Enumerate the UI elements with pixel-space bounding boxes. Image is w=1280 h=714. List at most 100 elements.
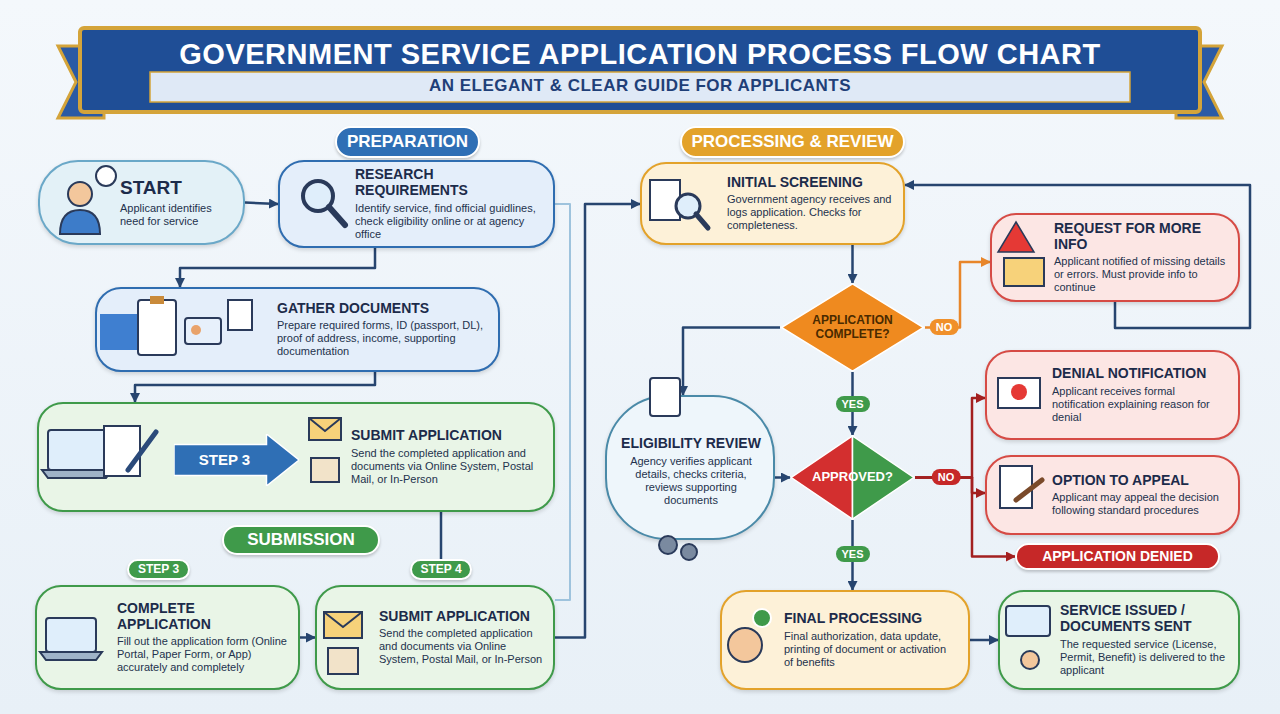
- node-heading: SERVICE ISSUED / DOCUMENTS SENT: [1060, 603, 1228, 634]
- end-box: SERVICE ISSUED / DOCUMENTS SENT The reque…: [998, 590, 1240, 690]
- connector: [925, 262, 990, 328]
- node-heading: STEP 4: [420, 563, 461, 576]
- end-badge: APPLICATION DENIED: [1015, 543, 1220, 570]
- process-box: REQUEST FOR MORE INFOApplicant notified …: [990, 213, 1240, 302]
- node-body: Final authorization, data update, printi…: [784, 630, 958, 669]
- decision-diamond: APPROVED?: [790, 435, 915, 520]
- node-content: FINAL PROCESSING Final authorization, dat…: [722, 592, 968, 688]
- edge-label: YES: [835, 546, 869, 562]
- connector: [915, 398, 985, 478]
- node-body: Government agency receives and logs appl…: [727, 193, 893, 232]
- node-heading: DENIAL NOTIFICATION: [1052, 366, 1228, 382]
- node-heading: FINAL PROCESSING: [784, 611, 958, 627]
- connector: [245, 203, 278, 205]
- node-body: Send the completed application and docum…: [379, 627, 543, 666]
- node-heading: SUBMIT APPLICATION: [351, 428, 541, 444]
- node-heading: OPTION TO APPEAL: [1052, 473, 1228, 489]
- edge-label: NO: [930, 319, 959, 335]
- connector: [775, 476, 790, 479]
- process-box: DENIAL NOTIFICATION Applicant receives fo…: [985, 350, 1240, 440]
- node-content: STEP 3: [174, 434, 299, 486]
- node-content: PREPARATION: [337, 128, 478, 156]
- process-box: FINAL PROCESSING Final authorization, dat…: [720, 590, 970, 690]
- node-heading: APPROVED?: [812, 470, 893, 484]
- node-heading: COMPLETE APPLICATION: [117, 601, 288, 632]
- node-heading: STEP 3: [199, 452, 250, 469]
- node-content: OPTION TO APPEAL Applicant may appeal the…: [987, 457, 1238, 533]
- decision-diamond: APPLICATION COMPLETE?: [780, 283, 925, 372]
- node-content: PROCESSING & REVIEW: [682, 128, 903, 156]
- node-content: INITIAL SCREENING Government agency recei…: [642, 164, 903, 243]
- node-heading: GATHER DOCUMENTS: [277, 301, 486, 317]
- edge-label: NO: [932, 469, 961, 485]
- node-body: Prepare required forms, ID (passport, DL…: [277, 319, 486, 358]
- connector: [300, 636, 315, 639]
- connector: [970, 639, 998, 642]
- node-content: COMPLETE APPLICATIONFill out the applica…: [37, 587, 298, 688]
- node-body: Applicant receives formal notification e…: [1052, 385, 1228, 424]
- subtitle: AN ELEGANT & CLEAR GUIDE FOR APPLICANTS: [90, 76, 1190, 96]
- node-content: STEP 4: [412, 561, 470, 578]
- process-box: ELIGIBILITY REVIEW Agency verifies applic…: [605, 395, 775, 540]
- node-content: RESEARCH REQUIREMENTS Identify service, f…: [280, 162, 553, 246]
- node-content: DENIAL NOTIFICATION Applicant receives fo…: [987, 352, 1238, 438]
- node-body: Applicant notified of missing details or…: [1054, 255, 1228, 294]
- node-heading: START: [120, 177, 233, 198]
- shape-fill: [781, 284, 923, 371]
- process-box: GATHER DOCUMENTS Prepare required forms, …: [95, 287, 500, 372]
- node-content: APPLICATION DENIED: [1017, 545, 1218, 568]
- node-heading: APPLICATION COMPLETE?: [802, 314, 903, 340]
- node-heading: APPLICATION DENIED: [1042, 549, 1193, 564]
- node-content: APPLICATION COMPLETE?: [780, 283, 925, 372]
- section-header: PREPARATION: [335, 126, 480, 158]
- node-body: The requested service (License, Permit, …: [1060, 638, 1228, 677]
- node-content: GATHER DOCUMENTS Prepare required forms, …: [97, 289, 498, 370]
- step-arrow: STEP 3: [174, 434, 299, 486]
- section-header: SUBMISSION: [222, 525, 380, 555]
- node-heading: REQUEST FOR MORE INFO: [1054, 221, 1228, 252]
- node-content: SUBMIT APPLICATION Send the completed app…: [317, 587, 553, 688]
- node-heading: SUBMISSION: [247, 531, 355, 550]
- node-body: Send the completed application and docum…: [351, 447, 541, 486]
- process-box: COMPLETE APPLICATIONFill out the applica…: [35, 585, 300, 690]
- node-body: Applicant may appeal the decision follow…: [1052, 491, 1228, 517]
- shape-fill: [174, 434, 299, 486]
- node-heading: PREPARATION: [347, 133, 468, 152]
- node-content: SUBMISSION: [224, 527, 378, 553]
- node-content: ELIGIBILITY REVIEW Agency verifies applic…: [607, 397, 773, 538]
- node-content: APPROVED?: [790, 435, 915, 520]
- node-content: START Applicant identifies need for servi…: [40, 162, 243, 243]
- node-content: SERVICE ISSUED / DOCUMENTS SENT The reque…: [1000, 592, 1238, 688]
- step-badge: STEP 4: [410, 559, 472, 580]
- node-heading: STEP 3: [138, 563, 179, 576]
- process-box: RESEARCH REQUIREMENTS Identify service, f…: [278, 160, 555, 248]
- edge-label: YES: [835, 396, 869, 412]
- node-heading: INITIAL SCREENING: [727, 175, 893, 191]
- node-heading: RESEARCH REQUIREMENTS: [355, 167, 543, 198]
- start-box: START Applicant identifies need for servi…: [38, 160, 245, 245]
- connector: [440, 512, 443, 559]
- connector: [851, 245, 854, 283]
- node-heading: SUBMIT APPLICATION: [379, 609, 543, 625]
- node-content: REQUEST FOR MORE INFOApplicant notified …: [992, 215, 1238, 300]
- node-body: Fill out the application form (Online Po…: [117, 635, 288, 674]
- connector: [180, 248, 375, 287]
- step-badge: STEP 3: [127, 559, 190, 580]
- section-header: PROCESSING & REVIEW: [680, 126, 905, 158]
- process-box: SUBMIT APPLICATION Send the completed app…: [315, 585, 555, 690]
- connector: [135, 372, 375, 402]
- process-box: SUBMIT APPLICATION Send the completed app…: [37, 402, 555, 512]
- node-body: Identify service, find official guidline…: [355, 202, 543, 241]
- node-body: Applicant identifies need for service: [120, 202, 233, 228]
- connector: [905, 185, 1250, 328]
- process-box: INITIAL SCREENING Government agency recei…: [640, 162, 905, 245]
- connector: [555, 204, 570, 600]
- node-body: Agency verifies applicant details, check…: [619, 455, 763, 507]
- title-banner: [80, 28, 1200, 112]
- node-content: STEP 3: [129, 561, 188, 578]
- title: GOVERNMENT SERVICE APPLICATION PROCESS F…: [90, 38, 1190, 71]
- connector: [683, 328, 780, 396]
- node-heading: ELIGIBILITY REVIEW: [621, 436, 761, 452]
- process-box: OPTION TO APPEAL Applicant may appeal the…: [985, 455, 1240, 535]
